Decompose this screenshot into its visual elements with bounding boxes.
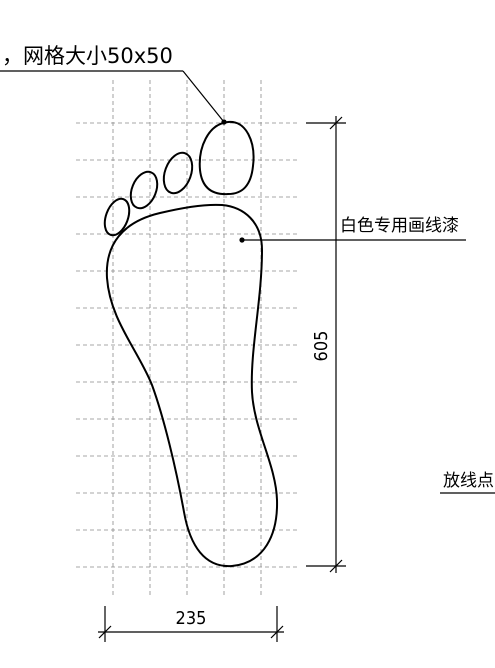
width-dimension-text: 235 <box>176 608 207 629</box>
foot-sole-outline <box>105 203 279 568</box>
grid-note-leader-dot <box>221 119 227 125</box>
grid <box>76 80 298 598</box>
height-dimension-text: 605 <box>311 331 332 362</box>
second-toe-outline <box>162 151 194 195</box>
setout-label-text: 放线点 <box>443 471 494 491</box>
grid-note-text: ，网格大小50x50 <box>2 44 173 68</box>
width-dimension <box>98 606 284 642</box>
paint-label-leader-dot <box>239 237 245 243</box>
height-dimension <box>306 116 346 573</box>
big-toe-outline <box>198 120 255 196</box>
third-toe-outline <box>129 170 159 210</box>
little-toe-outline <box>103 197 131 237</box>
grid-note-leader <box>182 70 225 123</box>
paint-label-text: 白色专用画线漆 <box>340 216 459 236</box>
